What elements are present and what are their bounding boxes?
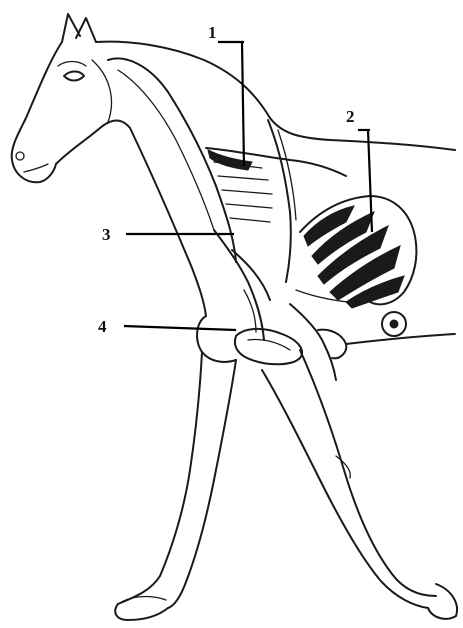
- callout-3: 3: [102, 225, 234, 244]
- muscle-region: [206, 120, 416, 380]
- callout-number-1: 1: [208, 23, 217, 42]
- callout-number-4: 4: [98, 317, 107, 336]
- callout-4: 4: [98, 317, 236, 336]
- callout-number-2: 2: [346, 107, 355, 126]
- callout-leader-1: [242, 42, 244, 166]
- callout-1: 1: [208, 23, 244, 166]
- horse-outline: [12, 14, 457, 620]
- callout-leader-4: [124, 326, 236, 330]
- fan-muscle: [296, 196, 416, 308]
- callout-number-3: 3: [102, 225, 111, 244]
